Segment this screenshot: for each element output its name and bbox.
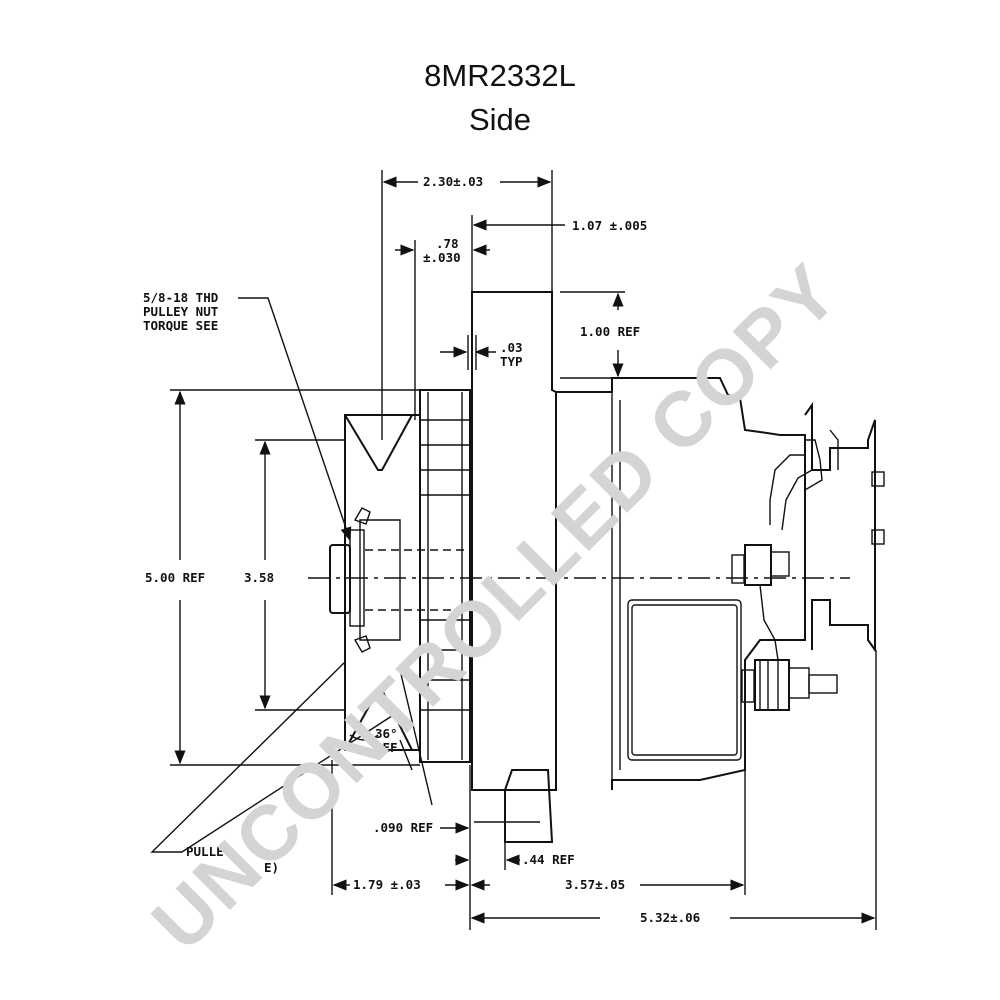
- dim-1-07: 1.07 ±.005: [572, 218, 647, 233]
- callout-thread-line-1: 5/8-18 THD: [143, 290, 218, 305]
- dim-3-58: 3.58: [244, 570, 274, 585]
- dim-3-57: 3.57±.05: [565, 877, 625, 892]
- callout-pulley-line-1: PULLE: [186, 844, 224, 859]
- dim-0-78-tolerance: ±.030: [423, 250, 461, 265]
- dim-0-78-value: .78: [436, 236, 459, 251]
- dim-2-30: 2.30±.03: [423, 174, 483, 189]
- dim-36-deg: 36°: [375, 726, 398, 741]
- callout-pulley-line-2: E): [264, 860, 279, 875]
- part-number-title: 8MR2332L: [424, 58, 576, 93]
- view-subtitle: Side: [468, 102, 532, 137]
- dim-1-79: 1.79 ±.03: [353, 877, 421, 892]
- dimension-lines: [150, 170, 877, 930]
- dim-5-32: 5.32±.06: [640, 910, 700, 925]
- dim-0-090-ref: .090 REF: [373, 820, 433, 835]
- callout-thread-line-3: TORQUE SEE: [143, 318, 218, 333]
- uncontrolled-copy-watermark: UNCONTROLLED COPY: [135, 246, 856, 967]
- dim-0-03-typ: TYP: [500, 354, 523, 369]
- dim-0-03-value: .03: [500, 340, 523, 355]
- dim-1-00-ref: 1.00 REF: [580, 324, 640, 339]
- dim-0-44-ref: .44 REF: [522, 852, 575, 867]
- dim-36-ref: REF: [375, 740, 398, 755]
- callout-thread-line-2: PULLEY NUT: [143, 304, 218, 319]
- dim-5-00-ref: 5.00 REF: [145, 570, 205, 585]
